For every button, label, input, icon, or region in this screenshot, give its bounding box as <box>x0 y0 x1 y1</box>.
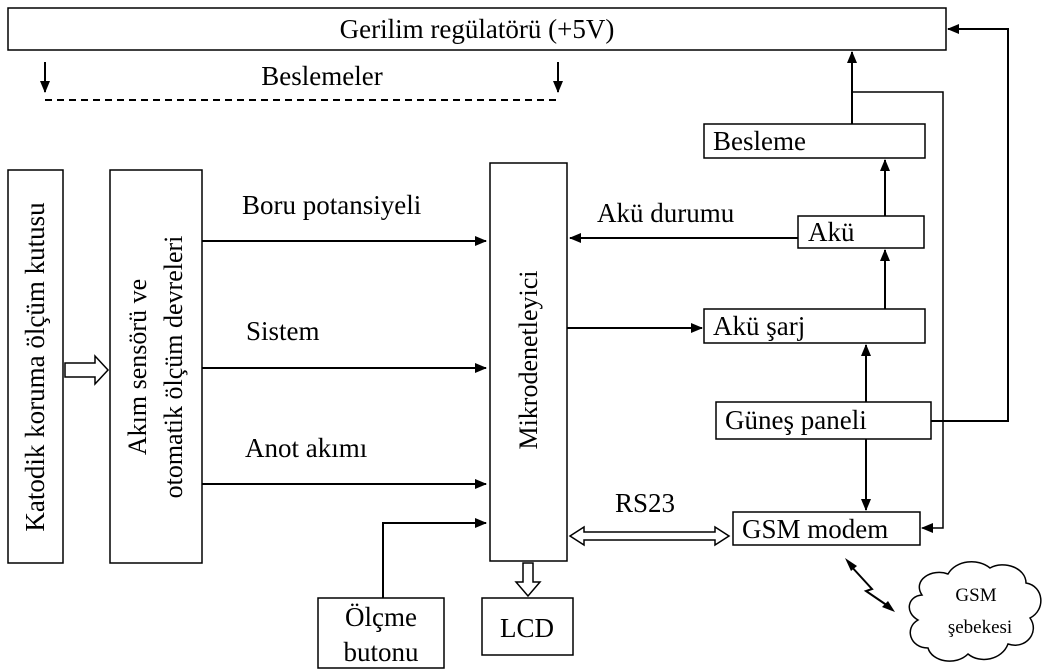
gsm-network-line2: şebekesi <box>948 617 1012 638</box>
gsm-network-line1: GSM <box>955 585 996 606</box>
battery-status-label: Akü durumu <box>597 198 735 228</box>
rs-link-arrow <box>568 525 731 547</box>
gsm-modem-label: GSM modem <box>742 514 888 544</box>
lcd-label: LCD <box>500 613 554 643</box>
cathodic-box: Katodik koruma ölçüm kutusu <box>7 169 64 564</box>
solar-to-regulator-arrow <box>931 24 1009 422</box>
measure-button-block: Ölçme butonu <box>317 597 445 669</box>
anode-current-label: Anot akımı <box>245 433 367 463</box>
measure-button-arrow <box>382 518 487 598</box>
voltage-regulator-label: Gerilim regülatörü (+5V) <box>340 14 615 44</box>
battery-block: Akü <box>797 215 925 249</box>
measure-button-line2: butonu <box>343 637 419 667</box>
rs-link-label: RS23 <box>615 488 675 518</box>
measure-button-line1: Ölçme <box>345 602 417 632</box>
wireless-link-icon <box>845 558 895 612</box>
supplies-label: Beslemeler <box>261 61 382 91</box>
sensor-block: Akım sensörü ve otomatik ölçüm devreleri <box>109 169 203 564</box>
voltage-regulator-block: Gerilim regülatörü (+5V) <box>7 7 947 51</box>
hollow-arrow-cathodic <box>64 354 110 386</box>
supply-to-gsm-arrow <box>852 91 944 533</box>
sensor-label-line1: Akım sensörü ve <box>123 279 152 455</box>
battery-charge-block: Akü şarj <box>703 308 926 344</box>
system-label: Sistem <box>246 316 320 346</box>
gsm-network-cloud: GSM şebekesi <box>908 561 1042 662</box>
supplies-group: Beslemeler <box>40 61 563 101</box>
hollow-arrow-lcd <box>514 562 542 598</box>
cathodic-box-label: Katodik koruma ölçüm kutusu <box>20 202 50 532</box>
battery-charge-label: Akü şarj <box>713 311 805 341</box>
gsm-modem-block: GSM modem <box>732 511 921 546</box>
microcontroller-block: Mikrodenetleyici <box>489 162 568 562</box>
microcontroller-label: Mikrodenetleyici <box>514 270 543 449</box>
solar-panel-label: Güneş paneli <box>725 405 867 435</box>
sensor-label-line2: otomatik ölçüm devreleri <box>159 236 188 499</box>
pipe-potential-label: Boru potansiyeli <box>242 190 421 220</box>
supply-label: Besleme <box>713 126 806 156</box>
battery-label: Akü <box>808 217 855 247</box>
supply-block: Besleme <box>703 123 926 159</box>
lcd-block: LCD <box>481 597 574 656</box>
solar-panel-block: Güneş paneli <box>715 401 932 440</box>
